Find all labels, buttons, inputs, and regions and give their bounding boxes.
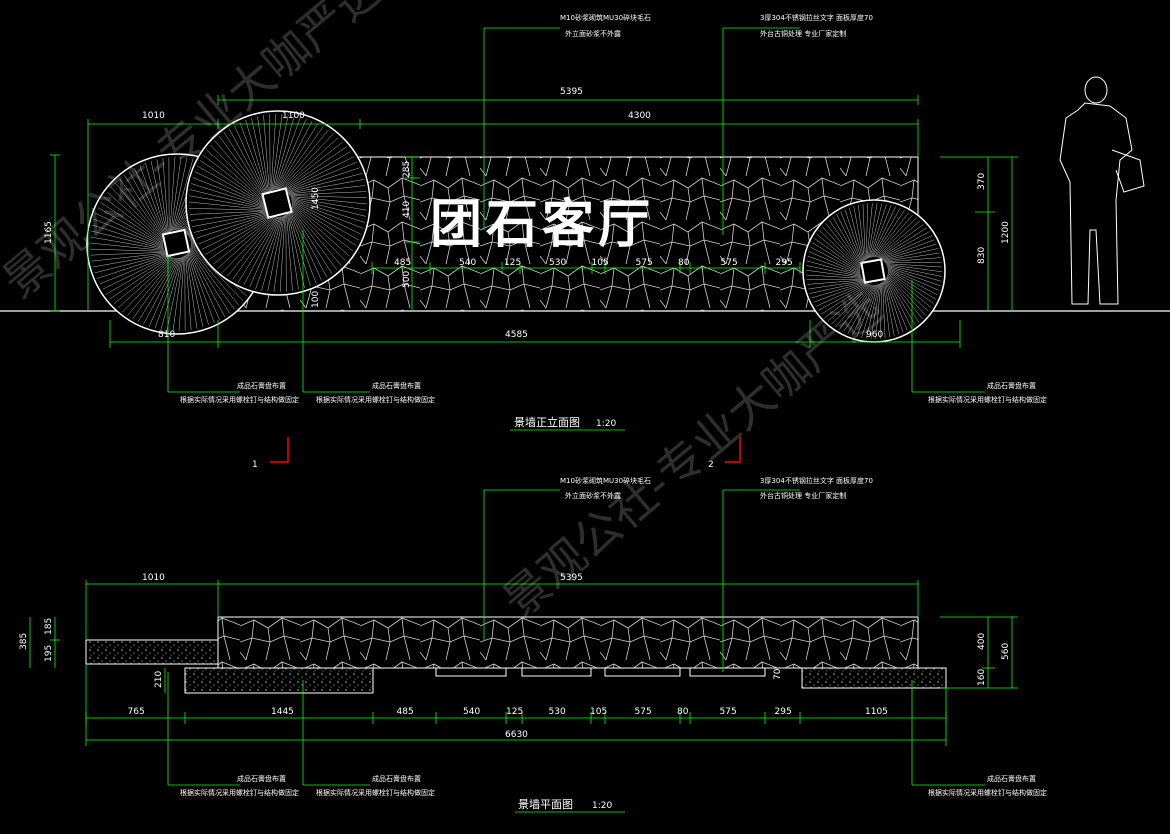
plan-disc-note-3a: 成品石膏盘布置 [987, 774, 1036, 783]
disc-plan-middle [184, 667, 374, 694]
plan-dim-210: 210 [154, 671, 164, 688]
letter-dim-labels: 485 540 125 530 105 575 80 575 295 [394, 258, 793, 268]
plan-disc-note-2a: 成品石膏盘布置 [372, 774, 421, 783]
dim-830: 830 [977, 247, 987, 264]
plan-dim-195: 195 [44, 645, 54, 662]
plan-dim-label: 1445 [271, 707, 294, 717]
dim-left-elev: 1010 [142, 111, 165, 121]
plan-disc-note-2b: 根据实际情况采用螺栓钉与结构做固定 [316, 788, 435, 797]
plan-dim-overall-bottom: 6630 [505, 730, 528, 740]
plan-dim-label: 1105 [865, 707, 888, 717]
elev-disc-note-1a: 成品石膏盘布置 [237, 381, 286, 390]
plan-dim-ticks [85, 712, 947, 724]
elev-letter-note-1: 3厚304不锈钢拉丝文字 面板厚度70 [760, 13, 873, 22]
plan-disc-note-3b: 根据实际情况采用螺栓钉与结构做固定 [928, 788, 1047, 797]
plan-dim-label: 485 [397, 707, 414, 717]
disc-plan-right [801, 667, 947, 689]
plan-title: 景墙平面图 [518, 797, 573, 811]
plan-dim-left: 1010 [142, 573, 165, 583]
elev-disc-note-3b: 根据实际情况采用螺栓钉与结构做固定 [928, 395, 1047, 404]
plan-dim-385: 385 [19, 633, 29, 650]
section-mark-2: 2 [708, 460, 714, 470]
plan-dim-overall: 5395 [560, 573, 583, 583]
plan-scale: 1:20 [592, 801, 612, 811]
plan-disc-note-1b: 根据实际情况采用螺栓钉与结构做固定 [180, 788, 299, 797]
elev-disc-note-3a: 成品石膏盘布置 [987, 381, 1036, 390]
plan-dim-label: 125 [506, 707, 523, 717]
elev-disc-note-1b: 根据实际情况采用螺栓钉与结构做固定 [180, 395, 299, 404]
letter-plates-plan [435, 667, 766, 677]
plan-bottom-dim-labels: 765 1445 485 540 125 530 105 575 80 575 295 1105 [128, 707, 888, 717]
sign-text: 团石客厅 [430, 194, 654, 255]
elevation-dim-lines [50, 27, 1018, 431]
dim-285: 285 [402, 161, 412, 178]
plan-dim-label: 540 [463, 707, 480, 717]
plan-disc-note-1a: 成品石膏盘布置 [237, 774, 286, 783]
elev-disc-note-2b: 根据实际情况采用螺栓钉与结构做固定 [316, 395, 435, 404]
section-mark-1: 1 [252, 460, 258, 470]
elev-disc-note-2a: 成品石膏盘布置 [372, 381, 421, 390]
letter-dim-label: 295 [776, 258, 793, 268]
plan-dim-70: 70 [773, 668, 783, 680]
letter-dim-label: 485 [394, 258, 411, 268]
letter-dim-label: 80 [678, 258, 690, 268]
plan-top-note-1: M10砂浆砌筑MU30碎块毛石 [560, 476, 651, 485]
dim-overall-elev: 5395 [560, 87, 583, 97]
letter-dim-label: 125 [504, 258, 521, 268]
dim-bottom-mid: 4585 [505, 330, 528, 340]
plan-top-note-2: 外立面砂浆不外露 [565, 491, 621, 500]
plan-dim-label: 80 [677, 707, 689, 717]
stone-disc-right [802, 199, 946, 343]
letter-dim-ticks [371, 262, 801, 274]
elev-top-note-2: 外立面砂浆不外露 [565, 29, 621, 38]
plan-dim-185: 185 [44, 618, 54, 635]
section-marks [270, 437, 741, 463]
dim-100: 100 [311, 291, 321, 308]
plan-dim-label: 530 [549, 707, 566, 717]
dim-1200: 1200 [1001, 221, 1011, 244]
stone-disc-middle [185, 110, 371, 296]
letter-dim-label: 530 [549, 258, 566, 268]
dim-500: 500 [402, 271, 412, 288]
elev-top-note-1: M10砂浆砌筑MU30碎块毛石 [560, 13, 651, 22]
dim-370: 370 [977, 173, 987, 190]
dim-bottom-right: 960 [866, 330, 883, 340]
plan-letter-note-1: 3厚304不锈钢拉丝文字 面板厚度70 [760, 476, 873, 485]
human-figure [1059, 76, 1145, 305]
letter-dim-label: 540 [459, 258, 476, 268]
plan-dim-label: 295 [775, 707, 792, 717]
plan-dim-label: 575 [720, 707, 737, 717]
letter-dim-label: 575 [721, 258, 738, 268]
dim-1450: 1450 [311, 187, 321, 210]
dim-mid-elev: 1100 [282, 111, 305, 121]
plan-dim-label: 765 [128, 707, 145, 717]
dim-410: 410 [402, 201, 412, 218]
svg-text:景观公社-专业大咖严选: 景观公社-专业大咖严选 [492, 281, 892, 629]
stone-wall-plan [217, 616, 919, 669]
plan-letter-note-2: 外台古铜处理 专业厂家定制 [760, 491, 846, 500]
letter-dim-label: 575 [636, 258, 653, 268]
elev-letter-note-2: 外台古铜处理 专业厂家定制 [760, 29, 846, 38]
dim-left-height: 1165 [44, 221, 54, 244]
dim-right-elev: 4300 [628, 111, 651, 121]
disc-plan-left [85, 639, 219, 665]
plan-dim-lines [29, 489, 1018, 813]
elevation-title: 景墙正立面图 [514, 415, 580, 429]
elevation-scale: 1:20 [596, 419, 616, 429]
elevation-view: 团石客厅 5395 1010 1100 43 [0, 13, 1170, 470]
plan-dim-560: 560 [1001, 643, 1011, 660]
plan-dim-label: 575 [635, 707, 652, 717]
plan-dim-160: 160 [977, 669, 987, 686]
dim-bottom-left: 810 [158, 330, 175, 340]
plan-dim-label: 105 [590, 707, 607, 717]
plan-view: 1010 5395 385 185 195 210 400 560 160 70… [19, 476, 1047, 813]
letter-dim-label: 105 [592, 258, 609, 268]
plan-dim-400: 400 [977, 633, 987, 650]
